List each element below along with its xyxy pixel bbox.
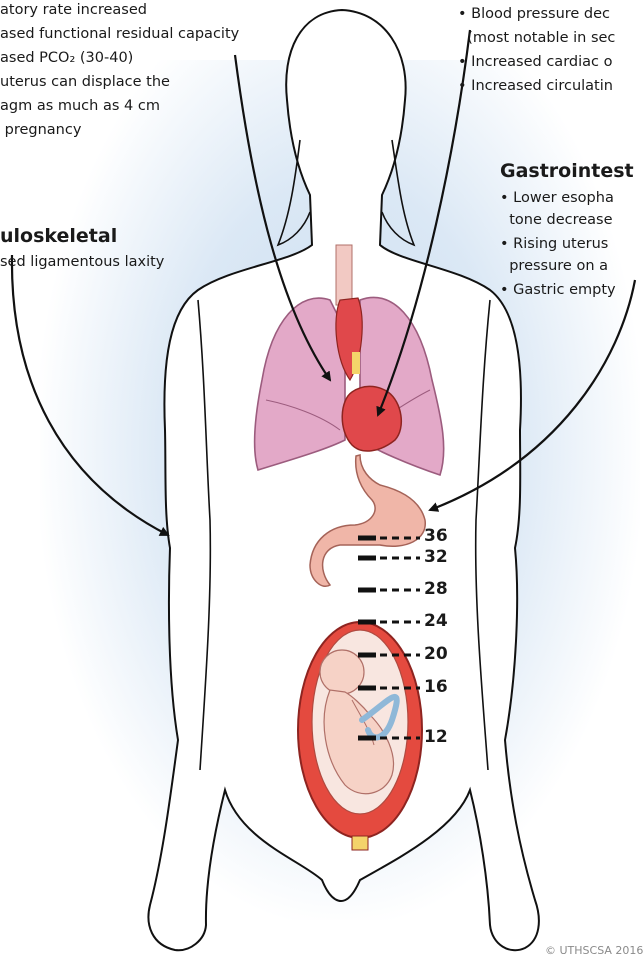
fundal-label-36: 36 (424, 526, 448, 546)
cardiovascular-line-2: (most notable in sec (458, 28, 615, 48)
gastrointestinal-line-5: • Gastric empty (500, 280, 616, 300)
cardiovascular-line-1: • Blood pressure dec (458, 4, 610, 24)
fundal-label-28: 28 (424, 579, 448, 599)
cervix (352, 836, 368, 850)
copyright-notice: © UTHSCSA 2016 (545, 944, 643, 957)
gastrointestinal-line-2: tone decrease (500, 210, 613, 230)
gastrointestinal-line-4: pressure on a (500, 256, 608, 276)
gastrointestinal-heading: Gastrointest (500, 160, 634, 182)
musculoskeletal-arrow (12, 255, 168, 535)
fundal-label-12: 12 (424, 727, 448, 747)
gastrointestinal-line-3: • Rising uterus (500, 234, 608, 254)
heart (342, 386, 401, 451)
fundal-label-16: 16 (424, 677, 448, 697)
gastrointestinal-line-1: • Lower esopha (500, 188, 614, 208)
fundal-label-32: 32 (424, 547, 448, 567)
musculoskeletal-line-1: sed ligamentous laxity (0, 252, 164, 272)
fundal-label-24: 24 (424, 611, 448, 631)
respiratory-line-6: pregnancy (0, 120, 81, 140)
vessel-yellow (352, 352, 360, 374)
trachea (336, 245, 352, 305)
respiratory-line-3: ased PCO₂ (30-40) (0, 48, 133, 68)
musculoskeletal-heading: uloskeletal (0, 225, 117, 247)
fundal-label-20: 20 (424, 644, 448, 664)
respiratory-line-5: agm as much as 4 cm (0, 96, 160, 116)
respiratory-line-2: ased functional residual capacity (0, 24, 239, 44)
cardiovascular-line-3: • Increased cardiac o (458, 52, 612, 72)
respiratory-line-4: uterus can displace the (0, 72, 170, 92)
respiratory-line-1: atory rate increased (0, 0, 147, 20)
cardiovascular-line-4: • Increased circulatin (458, 76, 613, 96)
